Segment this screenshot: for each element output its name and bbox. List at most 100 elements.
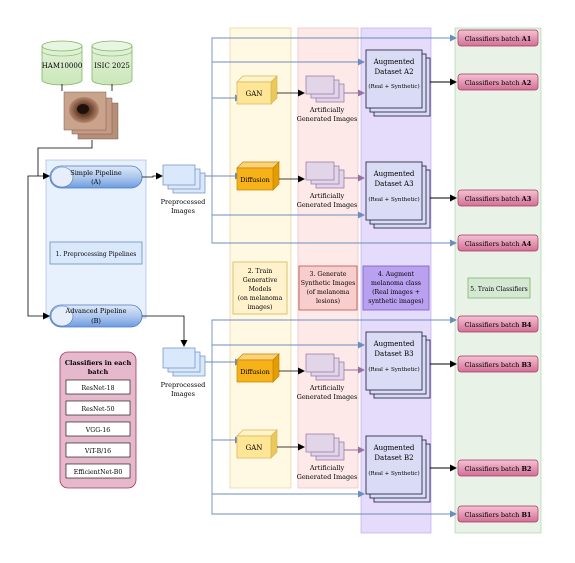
stage-augment-line1: 4. Augment: [378, 271, 415, 278]
distribution-lines-b: [205, 316, 457, 518]
artificial-3-line1: Artificially: [309, 384, 345, 392]
batch-b3: Classifiers batch B3: [457, 355, 539, 373]
svg-text:Classifiers batch B2: Classifiers batch B2: [465, 465, 532, 473]
artificial-stack-2: Artificially Generated Images: [297, 161, 357, 209]
preprocessed-stack-b: Preprocessed Images: [161, 347, 206, 398]
artificial-3-line2: Generated Images: [297, 393, 358, 401]
artificial-stack-1: Artificially Generated Images: [297, 75, 358, 123]
augmented-a3-line2: Dataset A3: [374, 180, 413, 188]
preprocessed-a-line1: Preprocessed: [161, 198, 206, 206]
dataset-ham10000: HAM10000: [41, 40, 83, 86]
stage-band-generate: [297, 27, 359, 489]
distribution-lines-a: [205, 34, 457, 247]
batch-a3-text: Classifiers batch: [465, 195, 522, 203]
augmented-dataset-a3: Augmented Dataset A3 (Real + Synthetic): [365, 161, 431, 229]
legend-model-resnet18: ResNet-18: [81, 385, 114, 392]
stage-band-train: [229, 27, 292, 489]
augmented-b2-line2: Dataset B2: [374, 454, 413, 462]
edge-advanced-to-preprocessed: [142, 315, 188, 347]
artificial-1-line1: Artificially: [309, 106, 345, 114]
batch-a4: Classifiers batch A4: [457, 234, 539, 252]
legend-model-vitb16: ViT-B/16: [84, 448, 111, 455]
stage-train-label: 2. Train Generative Models (on melanoma …: [232, 261, 288, 315]
augmented-dataset-a2: Augmented Dataset A2 (Real + Synthetic): [365, 49, 431, 117]
batch-b2-text: Classifiers batch: [465, 465, 522, 473]
svg-text:Classifiers batch B3: Classifiers batch B3: [465, 361, 532, 369]
classifiers-stage-text: 5. Train Classifiers: [470, 286, 527, 293]
augmented-a3-sub: (Real + Synthetic): [368, 196, 419, 203]
edge-simple-to-preprocessed: [142, 172, 163, 180]
preprocessed-a-line2: Images: [171, 207, 195, 215]
preprocessing-stage-text: 1. Preprocessing Pipelines: [56, 251, 137, 258]
artificial-4-line1: Artificially: [309, 464, 345, 472]
batch-b4: Classifiers batch B4: [457, 315, 539, 333]
batch-a3-id: A3: [521, 195, 532, 203]
diffusion-model-a: Diffusion: [236, 161, 280, 191]
classifiers-stage-label: 5. Train Classifiers: [467, 277, 531, 299]
gan-b-label: GAN: [246, 444, 263, 452]
legend-title-line2: batch: [88, 368, 109, 376]
isic2025-label: ISIC 2025: [94, 62, 130, 70]
preprocessing-stage-label: 1. Preprocessing Pipelines: [49, 241, 143, 265]
advanced-pipeline: Advanced Pipeline (B): [49, 304, 143, 328]
svg-text:Classifiers batch A2: Classifiers batch A2: [465, 79, 532, 87]
legend-model-efficientnetb0: EfficientNet-B0: [74, 469, 123, 476]
batch-b1-text: Classifiers batch: [465, 511, 522, 519]
stage-generate-line1: 3. Generate: [310, 271, 347, 278]
svg-text:Classifiers batch A1: Classifiers batch A1: [465, 35, 532, 43]
stage-augment-line4: synthetic images): [368, 298, 423, 305]
preprocessed-stack-a: Preprocessed Images: [161, 164, 206, 215]
simple-pipeline-line1: Simple Pipeline: [70, 169, 122, 177]
stage-generate-line3: (of melanoma: [307, 289, 350, 296]
stage-train-line4: (on melanoma: [238, 295, 283, 302]
augmented-a2-line1: Augmented: [373, 58, 415, 66]
batch-a3: Classifiers batch A3: [457, 189, 539, 207]
stage-augment-line3: (Real images +: [372, 289, 420, 296]
augmented-b3-sub: (Real + Synthetic): [368, 366, 419, 373]
stage-generate-line4: lesions): [316, 298, 340, 305]
diffusion-b-label: Diffusion: [240, 368, 270, 376]
edge-images-to-simple: [37, 140, 93, 180]
batch-b4-id: B4: [521, 321, 531, 329]
stage-train-line1: 2. Train: [248, 268, 273, 275]
batch-a1-text: Classifiers batch: [465, 35, 522, 43]
preprocessed-b-line1: Preprocessed: [161, 381, 206, 389]
synthetic-to-augmented-edges: [344, 89, 365, 454]
gan-model-b: GAN: [236, 429, 278, 459]
svg-text:Classifiers batch B1: Classifiers batch B1: [465, 511, 532, 519]
gan-a-label: GAN: [246, 90, 263, 98]
augmented-to-batch-edges: [430, 78, 457, 472]
augmented-dataset-b2: Augmented Dataset B2 (Real + Synthetic): [365, 435, 431, 503]
batch-a4-id: A4: [521, 240, 532, 248]
dataset-isic2025: ISIC 2025: [91, 40, 133, 86]
stage-train-line5: images): [248, 304, 273, 311]
batch-a2-id: A2: [521, 79, 532, 87]
ham10000-label: HAM10000: [42, 62, 83, 70]
lesion-image-stack: [63, 91, 119, 140]
batch-a1-id: A1: [521, 35, 532, 43]
legend-model-vgg16: VGG-16: [85, 427, 110, 434]
batch-b2-id: B2: [521, 465, 531, 473]
stage-augment-label: 4. Augment melanoma class (Real images +…: [362, 265, 430, 311]
advanced-pipeline-line2: (B): [91, 317, 101, 325]
augmented-b3-line1: Augmented: [373, 340, 415, 348]
augmented-b3-line2: Dataset B3: [374, 350, 413, 358]
artificial-1-line2: Generated Images: [297, 115, 358, 123]
model-to-synthetic-edges: [277, 89, 305, 451]
legend-model-resnet50: ResNet-50: [81, 406, 114, 413]
batch-b3-id: B3: [521, 361, 531, 369]
legend-title-line1: Classifiers in each: [65, 359, 132, 367]
stage-train-line2: Generative: [243, 277, 278, 284]
artificial-4-line2: Generated Images: [297, 473, 358, 481]
augmented-b2-line1: Augmented: [373, 444, 415, 452]
augmented-dataset-b3: Augmented Dataset B3 (Real + Synthetic): [365, 331, 431, 399]
edge-images-to-advanced: [27, 175, 50, 320]
batch-b4-text: Classifiers batch: [465, 321, 522, 329]
diffusion-a-label: Diffusion: [240, 176, 270, 184]
augmented-a3-line1: Augmented: [373, 170, 415, 178]
svg-text:Classifiers batch A4: Classifiers batch A4: [465, 240, 532, 248]
augmented-b2-sub: (Real + Synthetic): [368, 470, 419, 477]
classifiers-legend: Classifiers in each batch ResNet-18 ResN…: [59, 351, 137, 489]
simple-pipeline: Simple Pipeline (A): [49, 165, 143, 189]
